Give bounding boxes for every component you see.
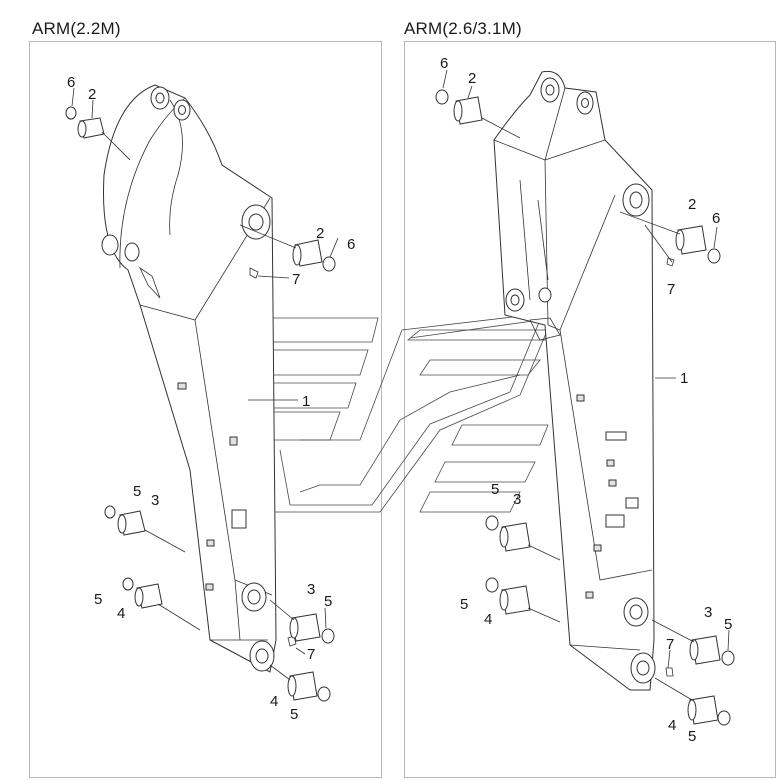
right-callout-labels: 6 2 2 6 7 1 5 3 5 4 3 5 7 4 5 bbox=[440, 55, 732, 745]
right-panel-frame bbox=[404, 41, 776, 778]
callout-6: 6 bbox=[712, 210, 720, 227]
callout-5: 5 bbox=[324, 593, 332, 610]
callout-7: 7 bbox=[667, 281, 675, 298]
callout-2: 2 bbox=[688, 196, 696, 213]
callout-2: 2 bbox=[316, 225, 324, 242]
left-callout-labels: 6 2 2 6 7 1 5 3 5 4 3 5 7 4 5 bbox=[67, 74, 355, 723]
left-panel-title: ARM(2.2M) bbox=[32, 19, 121, 38]
callout-4: 4 bbox=[484, 611, 492, 628]
callout-3: 3 bbox=[513, 491, 521, 508]
left-loose-parts bbox=[65, 106, 336, 702]
arm-2-6-3-1m-drawing bbox=[493, 70, 675, 691]
callout-6: 6 bbox=[347, 236, 355, 253]
callout-6: 6 bbox=[440, 55, 448, 72]
callout-6: 6 bbox=[67, 74, 75, 91]
callout-5: 5 bbox=[491, 481, 499, 498]
callout-5: 5 bbox=[94, 591, 102, 608]
right-panel-title: ARM(2.6/3.1M) bbox=[404, 19, 522, 38]
right-leader-lines bbox=[442, 69, 730, 701]
callout-2: 2 bbox=[88, 86, 96, 103]
callout-3: 3 bbox=[307, 581, 315, 598]
callout-7: 7 bbox=[666, 636, 674, 653]
callout-2: 2 bbox=[468, 70, 476, 87]
callout-1: 1 bbox=[302, 393, 310, 410]
callout-4: 4 bbox=[668, 717, 676, 734]
callout-5: 5 bbox=[460, 596, 468, 613]
watermark-logo bbox=[213, 311, 562, 513]
callout-3: 3 bbox=[151, 492, 159, 509]
right-loose-parts bbox=[435, 89, 735, 726]
callout-5: 5 bbox=[688, 728, 696, 745]
callout-5: 5 bbox=[290, 706, 298, 723]
callout-4: 4 bbox=[270, 693, 278, 710]
callout-7: 7 bbox=[292, 271, 300, 288]
callout-4: 4 bbox=[117, 605, 125, 622]
left-panel-frame bbox=[29, 41, 382, 778]
left-leader-lines bbox=[71, 87, 339, 681]
arm-2-2m-drawing bbox=[101, 84, 297, 673]
callout-1: 1 bbox=[680, 370, 688, 387]
callout-3: 3 bbox=[704, 604, 712, 621]
callout-7: 7 bbox=[307, 646, 315, 663]
callout-5: 5 bbox=[133, 483, 141, 500]
callout-5: 5 bbox=[724, 616, 732, 633]
